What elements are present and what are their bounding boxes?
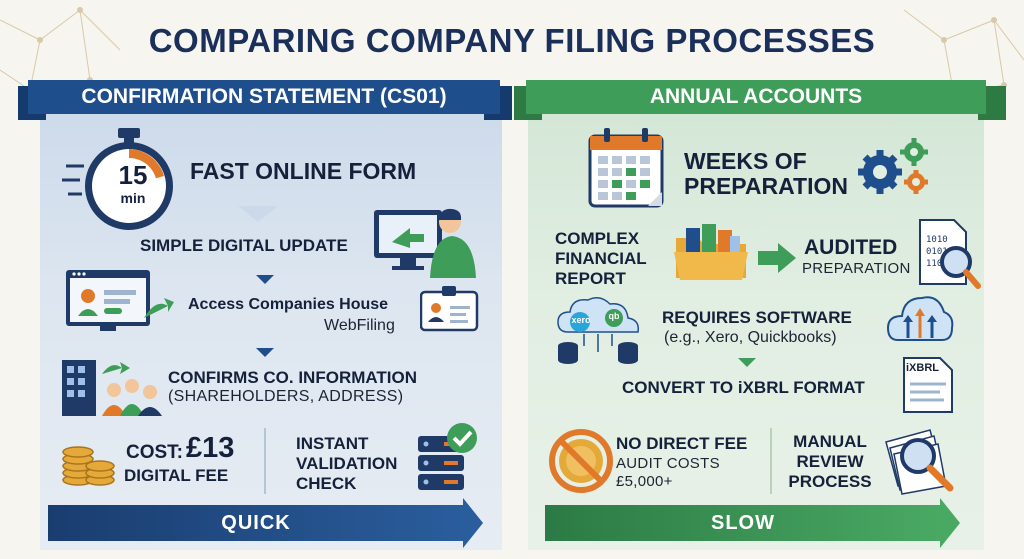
annual-accounts-ribbon: ANNUAL ACCOUNTS — [526, 80, 986, 114]
id-card-icon — [420, 286, 479, 332]
weeks-of-label: WEEKS OF — [684, 148, 807, 174]
cloud-software-icon — [557, 297, 640, 364]
complex-label: COMPLEX — [555, 229, 640, 248]
webfiling-label: WebFiling — [324, 317, 395, 334]
financial-label: FINANCIAL — [555, 249, 647, 268]
manual-label: MANUAL — [793, 432, 867, 451]
no-direct-fee-label: NO DIRECT FEE — [616, 434, 748, 453]
audit-costs-label: AUDIT COSTS — [616, 455, 720, 472]
review-label: REVIEW — [796, 452, 864, 471]
digital-fee-label: DIGITAL FEE — [124, 466, 229, 485]
ixbrl-document-icon — [903, 357, 953, 413]
quick-arrow: QUICK — [48, 505, 464, 541]
paper-review-magnifier-icon — [885, 429, 954, 495]
svg-text:1010: 1010 — [926, 235, 948, 245]
svg-text:0101: 0101 — [926, 247, 948, 257]
process-label: PROCESS — [788, 472, 872, 491]
audited-preparation-label: PREPARATION — [802, 260, 911, 277]
fast-online-form-heading: FAST ONLINE FORM — [190, 158, 417, 184]
report-label: REPORT — [555, 269, 626, 288]
simple-digital-update-label: SIMPLE DIGITAL UPDATE — [140, 236, 348, 255]
quickbooks-logo: qb — [608, 311, 620, 321]
slow-arrow: SLOW — [545, 505, 941, 541]
binary-document-magnifier-icon: 1010 0101 1100 — [919, 219, 981, 289]
timer-unit: min — [120, 190, 146, 206]
step-arrow — [738, 358, 756, 367]
cost-label: COST: — [126, 442, 183, 463]
requires-software-label: REQUIRES SOFTWARE — [662, 308, 852, 327]
shareholders-address-label: (SHAREHOLDERS, ADDRESS) — [168, 388, 404, 405]
gears-icon — [858, 138, 928, 194]
files-folders-icon — [674, 224, 748, 280]
svg-text:1100: 1100 — [926, 259, 948, 269]
callout-pointer — [238, 206, 278, 222]
confirmation-statement-ribbon: CONFIRMATION STATEMENT (CS01) — [28, 80, 500, 114]
preparation-label: PREPARATION — [684, 173, 848, 199]
access-companies-house-label: Access Companies House — [188, 296, 389, 313]
stopwatch-icon — [62, 128, 173, 230]
no-fee-icon — [549, 429, 613, 493]
server-check-icon — [418, 423, 477, 490]
validation-label: VALIDATION — [296, 454, 398, 473]
xero-logo: xero — [571, 315, 591, 325]
step-arrow — [256, 348, 274, 357]
webfiling-screen-icon — [66, 270, 174, 331]
calendar-icon — [588, 128, 664, 208]
right-arrow-icon — [758, 243, 796, 273]
convert-ixbrl-label: CONVERT TO iXBRL FORMAT — [622, 378, 865, 397]
timer-number: 15 — [118, 160, 148, 190]
step-arrow — [256, 275, 274, 284]
audited-label: AUDITED — [804, 236, 898, 259]
page-title: COMPARING COMPANY FILING PROCESSES — [148, 22, 876, 59]
section-divider — [770, 428, 772, 494]
slow-arrow-head — [940, 498, 960, 548]
cloud-upload-icon — [886, 296, 954, 341]
confirms-info-label: CONFIRMS CO. INFORMATION — [168, 368, 417, 387]
instant-label: INSTANT — [296, 434, 369, 453]
software-examples-label: (e.g., Xero, Quickbooks) — [664, 329, 837, 346]
coins-icon — [62, 446, 115, 486]
quick-arrow-head — [463, 498, 483, 548]
cost-value: £13 — [186, 432, 235, 464]
company-shareholders-icon — [62, 360, 162, 416]
check-label: CHECK — [296, 474, 357, 493]
person-at-computer-icon — [374, 208, 476, 278]
audit-costs-value: £5,000+ — [616, 473, 673, 490]
ixbrl-doc-label: iXBRL — [906, 362, 939, 374]
section-divider — [264, 428, 266, 494]
